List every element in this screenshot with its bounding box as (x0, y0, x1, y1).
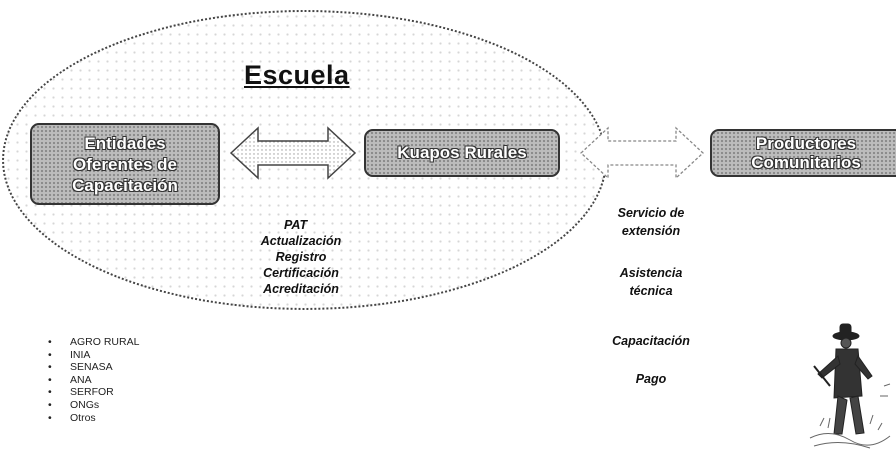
pat-item: Acreditación (263, 282, 339, 296)
list-item: ONGs (48, 399, 139, 412)
box-right-line-1: Productores (755, 134, 857, 153)
box-right-line-2: Comunitarios (751, 153, 861, 172)
service-line: Pago (635, 372, 667, 386)
double-arrow-right (580, 126, 704, 180)
list-item: Otros (48, 412, 139, 425)
entities-list: AGRO RURAL INIA SENASA ANA SERFOR ONGs O… (48, 336, 139, 424)
box-left-line-2: Oferentes de (73, 154, 177, 174)
farmer-illustration (809, 323, 891, 449)
diagram-title: Escuela (244, 60, 350, 90)
box-training-entities: Entidades Oferentes de Capacitación (30, 123, 220, 205)
box-community-producers: Productores Comunitarios (710, 129, 896, 177)
pat-item: Actualización (260, 234, 342, 248)
list-item: INIA (48, 349, 139, 362)
pat-item: Registro (275, 250, 327, 264)
service-technical-assistance: Asistencia técnica (596, 264, 706, 300)
pat-item: Certificación (263, 266, 339, 280)
box-mid-label: Kuapos Rurales (397, 143, 527, 162)
service-training: Capacitación (596, 332, 706, 350)
pat-label: PAT (284, 218, 308, 232)
pat-items: Actualización Registro Certificación Acr… (240, 233, 362, 297)
list-item: SERFOR (48, 386, 139, 399)
service-line: Asistencia (619, 266, 683, 280)
service-line: extensión (621, 224, 681, 238)
service-line: técnica (629, 284, 673, 298)
box-rural-groups: Kuapos Rurales (364, 129, 560, 177)
service-line: Servicio de (617, 206, 685, 220)
list-item: AGRO RURAL (48, 336, 139, 349)
service-line: Capacitación (612, 334, 690, 348)
list-item: ANA (48, 374, 139, 387)
box-left-line-1: Entidades (84, 133, 166, 153)
double-arrow-left (229, 126, 357, 180)
service-extension: Servicio de extensión (596, 204, 706, 240)
service-payment: Pago (596, 370, 706, 388)
list-item: SENASA (48, 361, 139, 374)
box-left-line-3: Capacitación (72, 175, 178, 195)
